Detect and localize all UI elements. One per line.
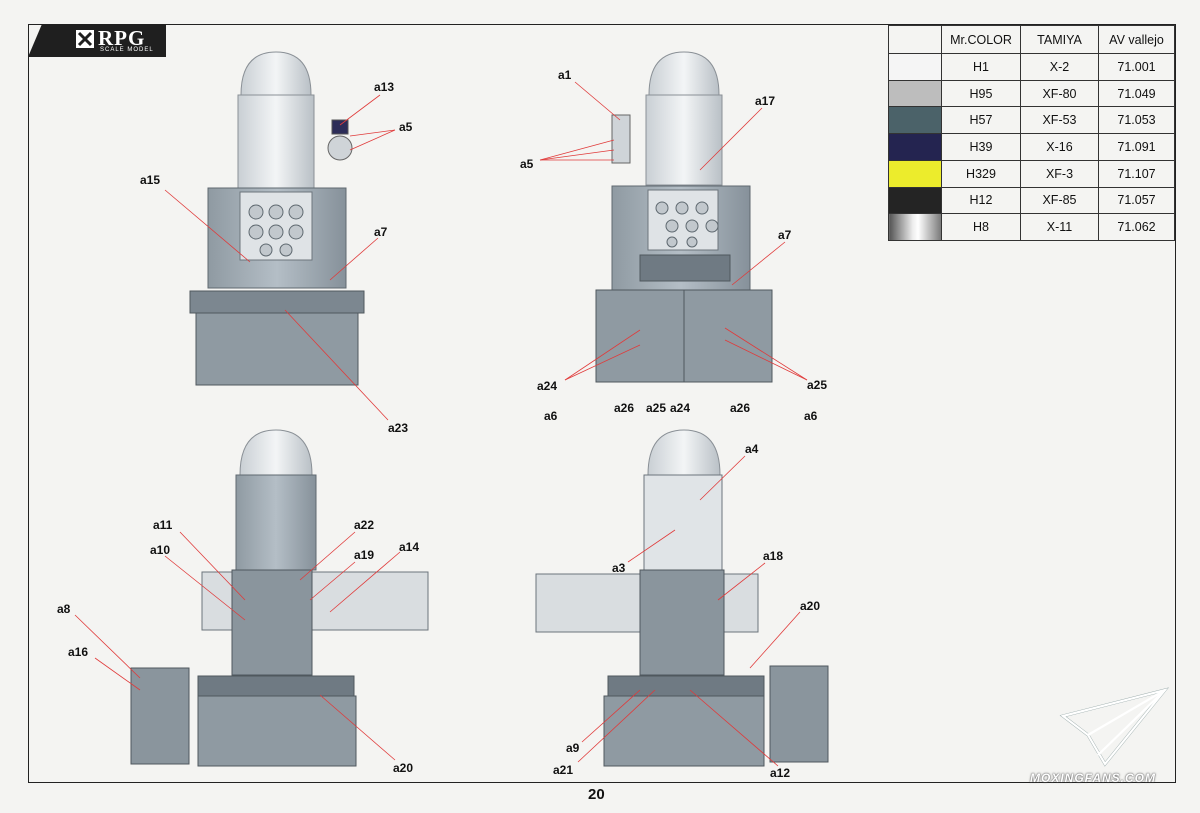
callout-label: a5 — [520, 157, 534, 171]
header-mr-color: Mr.COLOR — [941, 25, 1021, 54]
callout-label: a26 — [614, 401, 634, 415]
vallejo-code: 71.062 — [1098, 213, 1175, 241]
color-swatch — [888, 186, 942, 215]
callout-label: a24 — [670, 401, 690, 415]
page-number: 20 — [588, 786, 605, 803]
callout-label: a11 — [153, 518, 173, 532]
color-row: H39 X-16 71.091 — [888, 133, 1175, 161]
left-side-view — [130, 429, 429, 767]
brand-subtitle: SCALE MODEL — [100, 47, 154, 53]
callout-label: a24 — [537, 379, 557, 393]
color-swatch — [888, 79, 942, 108]
callout-label: a10 — [150, 543, 170, 557]
color-swatch — [888, 133, 942, 161]
callout-label: a4 — [745, 442, 759, 456]
callout-label: a25 — [807, 378, 827, 392]
mr-color-code: H39 — [941, 133, 1021, 161]
callout-label: a13 — [374, 80, 394, 94]
vallejo-code: 71.091 — [1098, 133, 1175, 161]
callout-label: a20 — [393, 761, 413, 775]
tamiya-code: X-2 — [1020, 53, 1099, 81]
callout-label: a18 — [763, 549, 783, 563]
callout-label: a3 — [612, 561, 626, 575]
header-tamiya: TAMIYA — [1020, 25, 1099, 54]
callout-labels: a13 a5 a15 a7 a23 a1 a17 a5 a7 a24 a6 a2… — [57, 68, 827, 780]
callout-label: a25 — [646, 401, 666, 415]
callout-label: a7 — [374, 225, 388, 239]
callout-label: a16 — [68, 645, 88, 659]
callout-label: a17 — [755, 94, 775, 108]
callout-label: a21 — [553, 763, 573, 777]
callout-label: a9 — [566, 741, 580, 755]
color-swatch — [888, 106, 942, 135]
color-swatch — [888, 53, 942, 81]
paper-plane-icon — [1059, 687, 1170, 767]
color-row: H95 XF-80 71.049 — [888, 79, 1175, 108]
tamiya-code: XF-53 — [1020, 106, 1099, 135]
callout-label: a15 — [140, 173, 160, 187]
watermark: MOXINGFANS.COM — [1030, 771, 1157, 785]
color-table-header: Mr.COLOR TAMIYA AV vallejo — [888, 25, 1175, 54]
brand-name: RPG — [98, 26, 146, 50]
mr-color-code: H12 — [941, 186, 1021, 215]
front-view — [189, 51, 365, 386]
vallejo-code: 71.001 — [1098, 53, 1175, 81]
swatch-header — [888, 25, 942, 54]
color-swatch — [888, 213, 942, 241]
callout-label: a23 — [388, 421, 408, 435]
vallejo-code: 71.057 — [1098, 186, 1175, 215]
callout-label: a14 — [399, 540, 419, 554]
rear-view — [595, 51, 773, 383]
callout-label: a5 — [399, 120, 413, 134]
right-side-view — [535, 429, 829, 767]
color-table: Mr.COLOR TAMIYA AV vallejo H1 X-2 71.001… — [888, 25, 1175, 241]
color-row: H8 X-11 71.062 — [888, 213, 1175, 241]
tamiya-code: X-11 — [1020, 213, 1099, 241]
color-row: H12 XF-85 71.057 — [888, 186, 1175, 215]
callout-label: a22 — [354, 518, 374, 532]
callout-label: a1 — [558, 68, 572, 82]
header-vallejo: AV vallejo — [1098, 25, 1175, 54]
color-row: H1 X-2 71.001 — [888, 53, 1175, 81]
tamiya-code: XF-80 — [1020, 79, 1099, 108]
mr-color-code: H8 — [941, 213, 1021, 241]
callout-leaders — [74, 81, 808, 767]
brand-logo — [28, 24, 166, 57]
callout-label: a8 — [57, 602, 71, 616]
callout-label: a20 — [800, 599, 820, 613]
callout-label: a6 — [804, 409, 818, 423]
mr-color-code: H1 — [941, 53, 1021, 81]
mr-color-code: H57 — [941, 106, 1021, 135]
page-frame — [28, 24, 1176, 783]
mr-color-code: H95 — [941, 79, 1021, 108]
callout-label: a19 — [354, 548, 374, 562]
callout-label: a12 — [770, 766, 790, 780]
callout-label: a6 — [544, 409, 558, 423]
callout-label: a26 — [730, 401, 750, 415]
color-swatch — [888, 159, 942, 188]
callout-label: a7 — [778, 228, 792, 242]
